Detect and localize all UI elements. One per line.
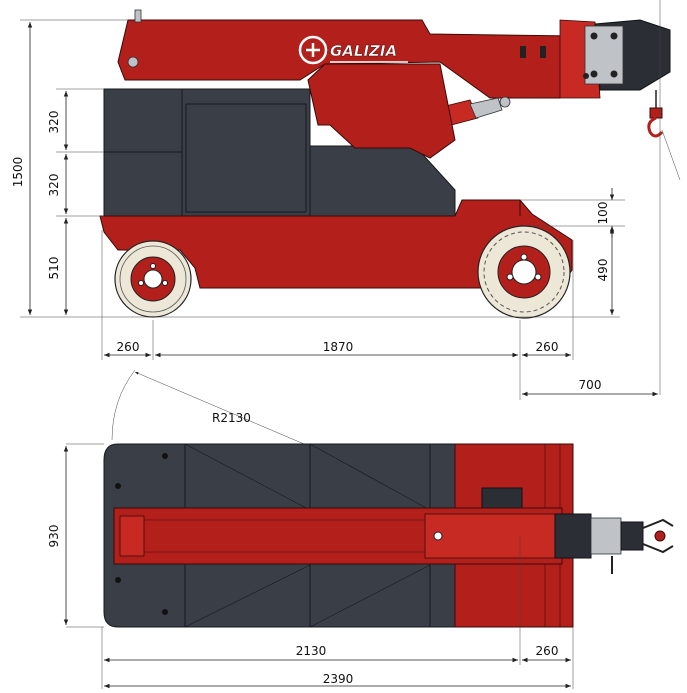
dim-gap: 100: [596, 202, 610, 225]
jib-plate: [584, 25, 624, 85]
dim-total-height: 1500: [11, 157, 25, 188]
jib-bolt: [590, 70, 598, 78]
main-boom: [117, 19, 576, 99]
hook-icon: [647, 116, 664, 138]
counterweight-front: [309, 145, 456, 217]
slew-unit: [481, 487, 523, 511]
counterweight-main: [181, 88, 311, 217]
dim-front-overhang: 260: [536, 340, 559, 354]
jib-bolt: [610, 70, 618, 78]
side-view: GALIZIA: [11, 0, 681, 400]
dim-total-length: 2390: [323, 672, 354, 686]
top-jib-head: [554, 513, 592, 559]
chassis-upper-frame: [307, 63, 456, 159]
cylinder-rod: [469, 97, 503, 119]
dim-upper-block: 320: [47, 111, 61, 134]
dim-front-section: 260: [536, 644, 559, 658]
top-view: R2130 930: [47, 369, 674, 690]
jib-bolt: [610, 32, 618, 40]
hook-block: [649, 107, 663, 119]
dim-turning-radius: R2130: [212, 411, 251, 425]
boom-pivot: [127, 56, 139, 68]
rear-wheel: [114, 240, 192, 318]
dim-wheelbase: 1870: [323, 340, 354, 354]
brand-logo: GALIZIA: [298, 35, 408, 65]
dim-body-length: 2130: [296, 644, 327, 658]
brand-name: GALIZIA: [330, 42, 397, 60]
front-wheel: [477, 225, 571, 319]
jib-bolt: [590, 32, 598, 40]
dim-lower-block: 510: [47, 257, 61, 280]
dim-front-wheel-height: 490: [596, 259, 610, 282]
dim-middle-block: 320: [47, 174, 61, 197]
dim-jib-reach: 700: [579, 378, 602, 392]
dim-width: 930: [47, 525, 61, 548]
dim-rear-overhang: 260: [117, 340, 140, 354]
